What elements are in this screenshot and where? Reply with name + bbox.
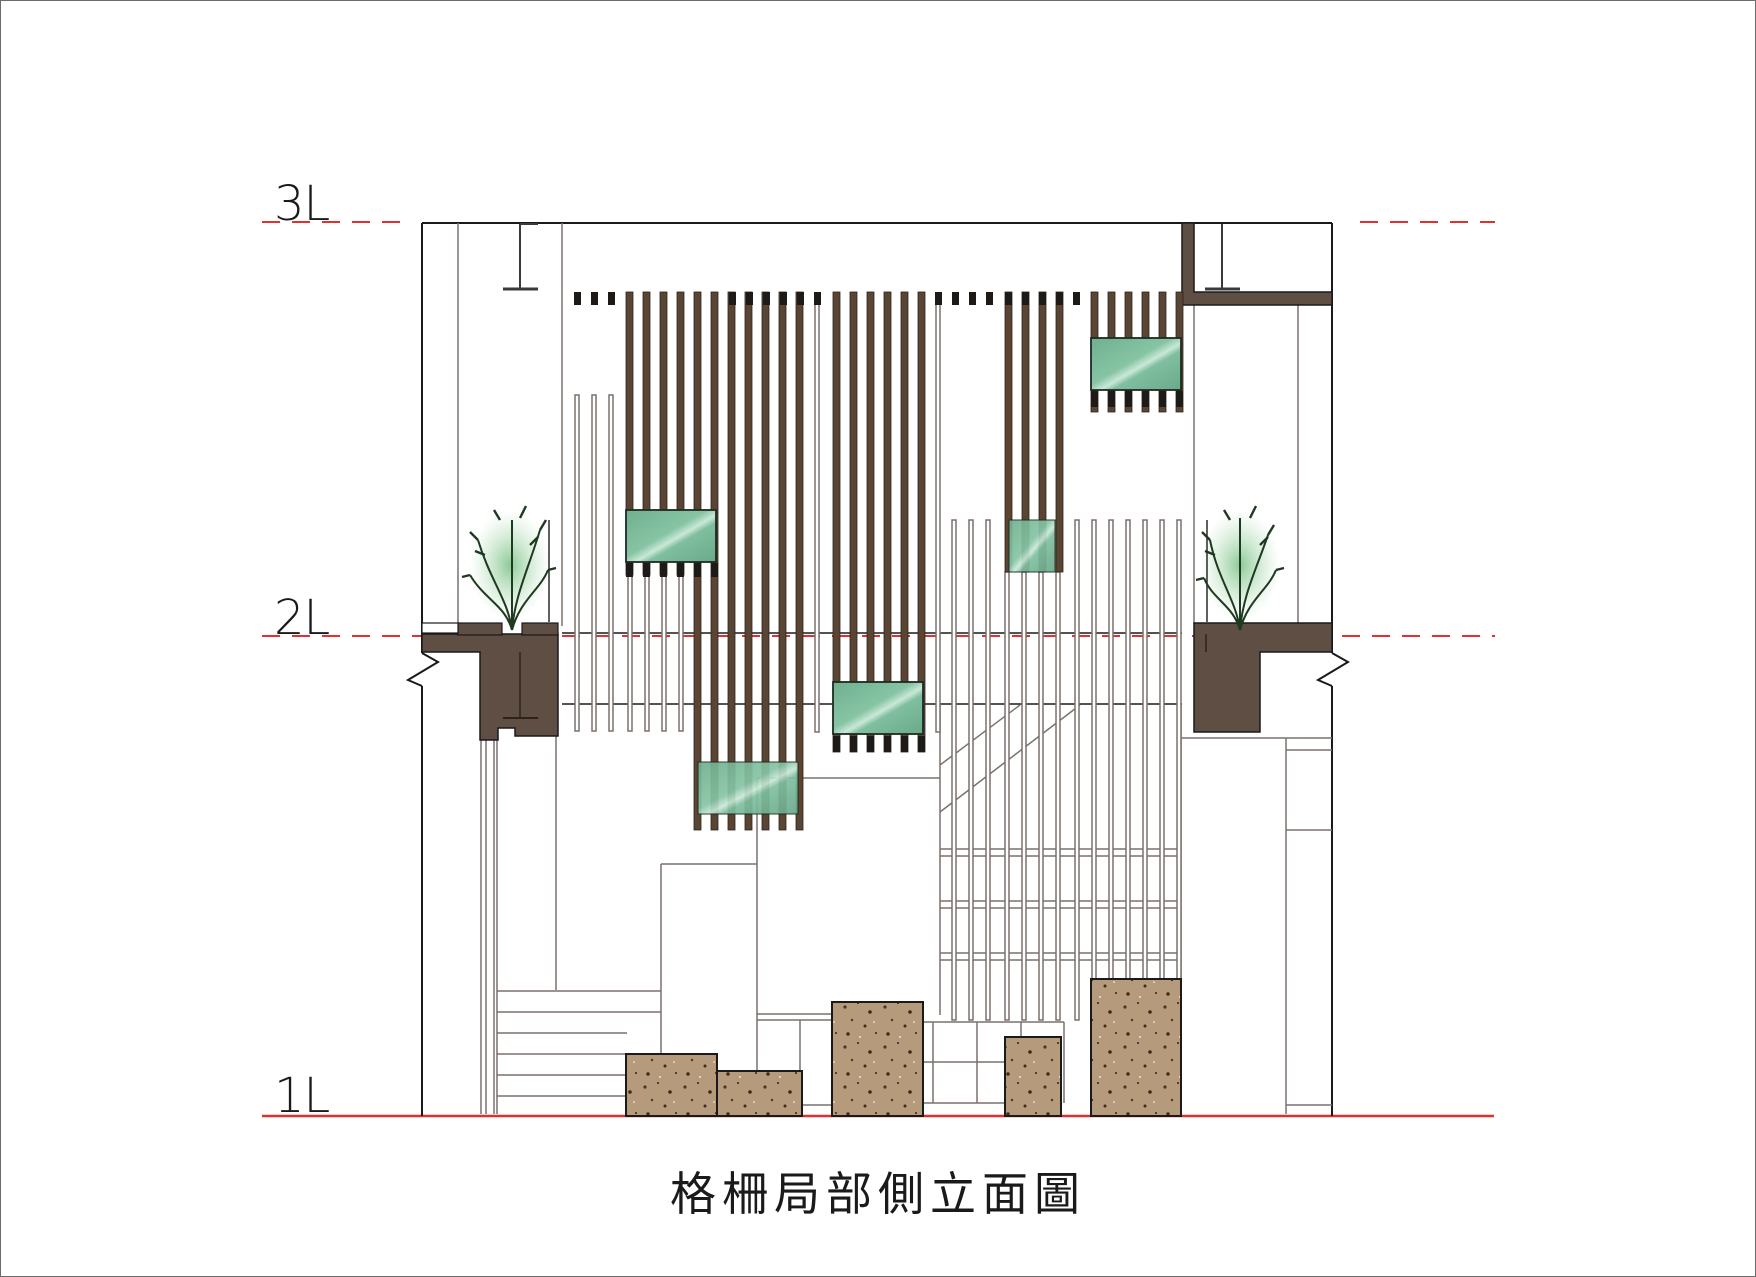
planter-left <box>421 622 559 741</box>
level-label-3l: 3L <box>274 176 330 232</box>
plant-left <box>461 505 557 631</box>
drawing-title: 格柵局部側立面圖 <box>670 1167 1086 1221</box>
concrete-block <box>1004 1036 1062 1117</box>
glass-panel <box>1090 337 1182 391</box>
concrete-block <box>716 1070 803 1117</box>
concrete-block <box>625 1053 718 1117</box>
level-label-1l: 1L <box>274 1068 330 1124</box>
concrete-blocks <box>625 978 1182 1117</box>
planter-right <box>1193 622 1333 733</box>
level-label-2l: 2L <box>274 590 330 646</box>
concrete-block <box>1090 978 1182 1117</box>
glass-panel <box>625 509 717 563</box>
top-right-beam <box>1181 222 1333 306</box>
glass-panel <box>832 681 924 735</box>
glass-panel <box>1008 519 1056 573</box>
building-frame <box>405 222 1350 1116</box>
slat-caps <box>574 292 1183 752</box>
glass-panels <box>625 337 1182 815</box>
level-lines <box>262 221 1495 1118</box>
plant-right <box>1195 505 1285 631</box>
glass-panel <box>697 761 799 815</box>
concrete-block <box>831 1001 924 1117</box>
